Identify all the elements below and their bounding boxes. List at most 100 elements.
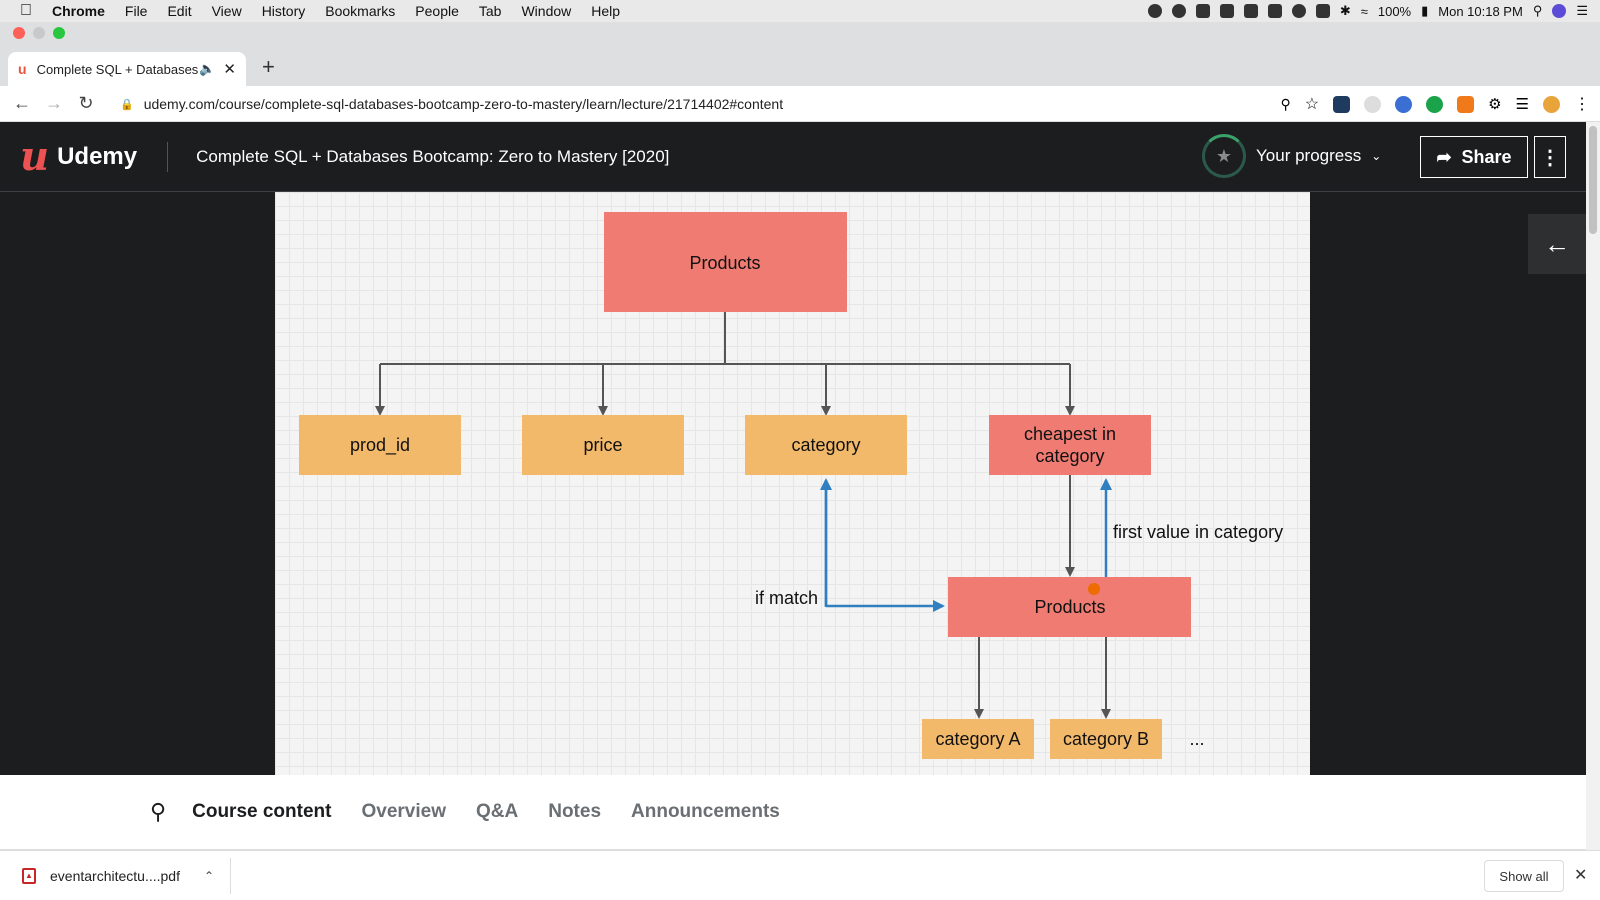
node-prod-id: prod_id [299,415,461,475]
vertical-dots-icon: ⋮ [1540,146,1560,169]
tab-notes[interactable]: Notes [548,801,602,822]
menu-bookmarks[interactable]: Bookmarks [325,3,396,19]
course-tabs-bar: ⚲ Course content Overview Q&A Notes Anno… [0,775,1586,850]
menu-tab[interactable]: Tab [478,3,502,19]
page-scrollbar[interactable] [1586,122,1600,850]
tab-announcements[interactable]: Announcements [631,801,780,822]
tray-app-icon[interactable] [1243,4,1258,18]
more-options-button[interactable]: ⋮ [1534,136,1566,178]
show-all-downloads-button[interactable]: Show all [1484,860,1564,892]
menu-view[interactable]: View [211,3,242,19]
share-arrow-icon: ➦ [1436,146,1452,167]
reload-icon[interactable]: ↻ [78,93,94,113]
pdf-file-icon: ▲ [22,867,36,884]
scrollbar-thumb[interactable] [1589,126,1597,234]
battery-icon[interactable]: ▮ [1421,3,1429,18]
media-queue-icon[interactable]: ☰ [1515,96,1529,113]
notification-center-icon[interactable]: ☰ [1576,3,1588,18]
download-shelf: ▲ eventarchitectu....pdf ⌃ Show all ✕ [0,850,1600,900]
menu-edit[interactable]: Edit [167,3,192,19]
svg-text:category: category [1035,446,1104,466]
tray-app-icon[interactable] [1267,4,1282,18]
tab-qa[interactable]: Q&A [475,801,519,822]
edge-label-first-value: first value in category [1113,522,1283,542]
new-tab-plus-icon[interactable]: + [262,54,275,79]
tray-app-icon[interactable] [1291,4,1306,18]
spotlight-search-icon[interactable]: ⚲ [1532,3,1543,18]
bluetooth-icon[interactable]: ✱ [1339,3,1351,18]
browser-tab-strip: u Complete SQL + Databases 🔈 ✕ + [0,22,1600,86]
menu-window[interactable]: Window [521,3,572,19]
siri-icon[interactable] [1552,4,1567,18]
menu-app-name[interactable]: Chrome [52,3,105,19]
tray-app-icon[interactable] [1219,4,1234,18]
extensions-puzzle-icon[interactable]: ⚙ [1488,96,1502,113]
edge-label-if-match: if match [755,588,818,608]
extension-icon[interactable] [1395,95,1413,113]
more-categories-ellipsis: ... [1189,729,1204,749]
menu-history[interactable]: History [261,3,306,19]
tray-app-icon[interactable] [1147,4,1162,18]
lecture-video-area[interactable]: Products prod_id price category cheapest… [0,192,1586,775]
svg-text:category A: category A [935,729,1020,749]
menu-file[interactable]: File [124,3,148,19]
tab-course-content[interactable]: Course content [192,801,332,822]
tab-overview[interactable]: Overview [361,801,446,822]
chevron-down-icon: ⌄ [1371,149,1382,163]
udemy-logo-icon: u [20,132,50,180]
profile-avatar[interactable] [1543,95,1560,113]
node-category: category [745,415,907,475]
extension-check-icon[interactable] [1426,95,1444,113]
lecture-slide-diagram: Products prod_id price category cheapest… [275,192,1310,775]
svg-text:category: category [791,435,860,455]
products-to-columns-connectors [375,312,1111,719]
node-price: price [522,415,684,475]
header-divider [167,141,169,172]
url-text[interactable]: udemy.com/course/complete-sql-databases-… [143,96,784,112]
browser-toolbar: ← → ↻ 🔒 udemy.com/course/complete-sql-da… [0,86,1600,122]
chrome-menu-icon[interactable]: ⋮ [1574,96,1590,113]
window-zoom-button[interactable] [53,27,65,39]
udemy-brand-text: Udemy [57,142,138,170]
download-filename[interactable]: eventarchitectu....pdf [50,867,180,884]
apple-menu-icon[interactable]:  [20,2,38,20]
tab-close-icon[interactable]: ✕ [223,61,236,78]
query-flow-diagram: Products prod_id price category cheapest… [299,212,1283,759]
search-icon[interactable]: ⚲ [150,799,167,824]
subquery-connectors [820,478,1112,612]
arrow-left-icon: ← [1544,228,1570,259]
battery-percent[interactable]: 100% [1377,3,1412,19]
forward-arrow-icon[interactable]: → [45,93,63,113]
back-arrow-icon[interactable]: ← [13,93,31,113]
extension-icon[interactable] [1333,95,1351,113]
address-bar[interactable]: 🔒 udemy.com/course/complete-sql-database… [108,90,1258,118]
menu-people[interactable]: People [415,3,459,19]
expand-sidebar-button[interactable]: ← [1528,214,1586,274]
tray-shield-icon[interactable] [1195,4,1210,18]
progress-dropdown[interactable]: ★ Your progress ⌄ [1202,134,1381,178]
extension-toolbar: ⚲ ☆ ⚙ ☰ ⋮ [1280,86,1590,122]
progress-label: Your progress [1256,146,1362,165]
udemy-logo[interactable]: u Udemy [20,132,138,180]
node-category-b: category B [1050,719,1162,759]
browser-tab-active[interactable]: u Complete SQL + Databases 🔈 ✕ [8,52,246,86]
menu-help[interactable]: Help [591,3,621,19]
bookmark-star-icon[interactable]: ☆ [1304,96,1320,113]
course-title[interactable]: Complete SQL + Databases Bootcamp: Zero … [196,146,670,166]
zoom-icon[interactable]: ⚲ [1280,95,1291,112]
lock-icon[interactable]: 🔒 [120,98,134,111]
clock[interactable]: Mon 10:18 PM [1438,3,1523,19]
cursor-pointer-dot [1088,583,1100,595]
window-close-button[interactable] [13,27,25,39]
tab-audio-icon[interactable]: 🔈 [199,61,216,76]
extension-icon[interactable] [1364,95,1382,113]
tab-title: Complete SQL + Databases [36,61,199,77]
wifi-icon[interactable]: ≈ [1360,3,1368,19]
tray-app-icon[interactable] [1315,4,1330,18]
tray-app-icon[interactable] [1171,4,1186,18]
close-icon[interactable]: ✕ [1574,867,1588,884]
chevron-up-icon[interactable]: ⌃ [203,868,215,883]
window-minimize-button[interactable] [33,27,45,39]
share-button[interactable]: ➦ Share [1420,136,1528,178]
extension-icon[interactable] [1457,95,1475,113]
